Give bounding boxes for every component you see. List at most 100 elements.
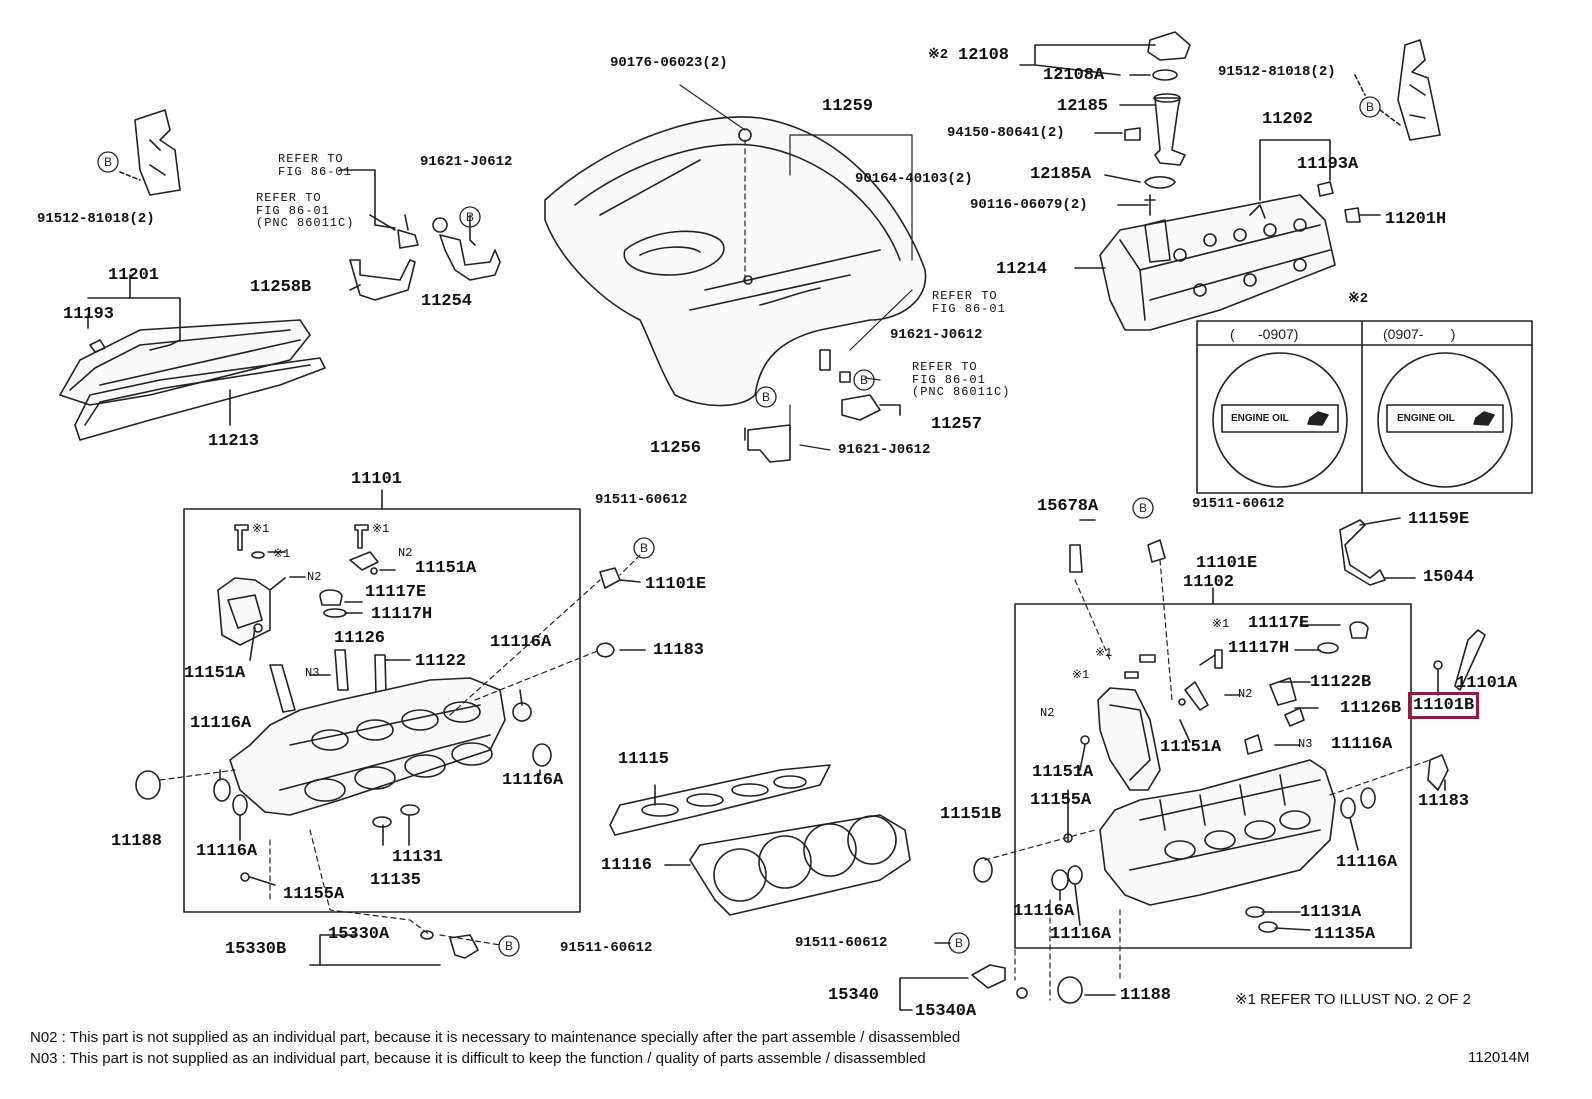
part-label-91512-right[interactable]: 91512-81018(2) bbox=[1218, 64, 1336, 80]
part-label-11188-right[interactable]: 11188 bbox=[1120, 986, 1172, 1005]
part-label-91511-c[interactable]: 91511-60612 bbox=[1192, 496, 1285, 512]
part-label-91511-b[interactable]: 91511-60612 bbox=[560, 940, 653, 956]
part-label-11102[interactable]: 11102 bbox=[1183, 573, 1235, 592]
part-label-12185A[interactable]: 12185A bbox=[1030, 165, 1092, 184]
svg-text:B: B bbox=[955, 936, 963, 950]
part-label-11201[interactable]: 11201 bbox=[108, 266, 160, 285]
refer-note-1: REFER TO FIG 86-01 bbox=[278, 152, 352, 179]
svg-text:B: B bbox=[640, 541, 648, 555]
part-label-94150[interactable]: 94150-80641(2) bbox=[947, 125, 1065, 141]
footnote-n2: N02 : This part is not supplied as an in… bbox=[30, 1029, 961, 1046]
part-label-11213[interactable]: 11213 bbox=[208, 432, 260, 451]
right-head-box bbox=[1014, 587, 1412, 949]
part-label-11116A-right-2[interactable]: 11116A bbox=[1336, 853, 1398, 872]
refer-note-4: REFER TO FIG 86-01 (PNC 86011C) bbox=[912, 360, 1011, 400]
part-label-11193A[interactable]: 11193A bbox=[1297, 155, 1359, 174]
part-label-11151A-left-2[interactable]: 11151A bbox=[184, 664, 246, 683]
part-label-11116A-right-4[interactable]: 11116A bbox=[1050, 925, 1112, 944]
part-label-11135-left[interactable]: 11135 bbox=[370, 871, 422, 890]
part-label-11201H[interactable]: 11201H bbox=[1385, 210, 1447, 229]
part-label-11101A[interactable]: 11101A bbox=[1456, 674, 1518, 693]
footnote-n3: N03 : This part is not supplied as an in… bbox=[30, 1050, 926, 1067]
inset-box bbox=[1196, 320, 1533, 494]
part-label-11126-left[interactable]: 11126 bbox=[334, 629, 386, 648]
part-label-11131A[interactable]: 11131A bbox=[1300, 903, 1362, 922]
part-label-91621-c[interactable]: 91621-J0612 bbox=[838, 442, 931, 458]
part-label-11116A-right-3[interactable]: 11116A bbox=[1013, 902, 1075, 921]
note-mark-s2: ※2 bbox=[928, 47, 949, 63]
part-label-11115[interactable]: 11115 bbox=[618, 750, 670, 769]
part-label-11155A-right[interactable]: 11155A bbox=[1030, 791, 1092, 810]
part-label-11126B[interactable]: 11126B bbox=[1340, 699, 1402, 718]
part-label-11117E-left[interactable]: 11117E bbox=[365, 583, 427, 602]
part-label-11117H-right[interactable]: 11117H bbox=[1228, 639, 1290, 658]
part-label-11151A-right-1[interactable]: 11151A bbox=[1160, 738, 1222, 757]
part-label-15330A[interactable]: 15330A bbox=[328, 925, 390, 944]
illustration-code: 112014M bbox=[1468, 1049, 1530, 1066]
note-mark-1f: ※1 bbox=[1072, 668, 1090, 682]
note-mark-1b: ※1 bbox=[273, 547, 291, 561]
part-label-11214[interactable]: 11214 bbox=[996, 260, 1048, 279]
leader-lines bbox=[679, 84, 913, 451]
part-label-11155A-left[interactable]: 11155A bbox=[283, 885, 345, 904]
part-label-11116A-left-3[interactable]: 11116A bbox=[502, 771, 564, 790]
part-label-11116A-right-1[interactable]: 11116A bbox=[1331, 735, 1393, 754]
part-label-90116[interactable]: 90116-06079(2) bbox=[970, 197, 1088, 213]
n3-mark-b: N3 bbox=[1298, 737, 1313, 751]
part-label-11116A-left-2[interactable]: 11116A bbox=[190, 714, 252, 733]
svg-text:B: B bbox=[860, 373, 868, 387]
part-label-15340[interactable]: 15340 bbox=[828, 986, 880, 1005]
refer-note-3: REFER TO FIG 86-01 bbox=[932, 289, 1006, 316]
part-label-11259[interactable]: 11259 bbox=[822, 97, 874, 116]
part-label-11117H-left[interactable]: 11117H bbox=[371, 605, 433, 624]
part-label-11151A-right-2[interactable]: 11151A bbox=[1032, 763, 1094, 782]
part-label-11101B-highlighted[interactable]: 11101B bbox=[1407, 692, 1480, 719]
note-mark-1a: ※1 bbox=[252, 522, 270, 536]
part-label-91621-b[interactable]: 91621-J0612 bbox=[890, 327, 983, 343]
part-label-91621-a[interactable]: 91621-J0612 bbox=[420, 154, 513, 170]
part-label-11135A[interactable]: 11135A bbox=[1314, 925, 1376, 944]
part-label-11159E[interactable]: 11159E bbox=[1408, 510, 1470, 529]
part-label-11151A-left-1[interactable]: 11151A bbox=[415, 559, 477, 578]
part-label-12185[interactable]: 12185 bbox=[1057, 97, 1109, 116]
part-label-11256[interactable]: 11256 bbox=[650, 439, 702, 458]
inset-col1-header: ( -0907) bbox=[1230, 326, 1299, 342]
part-label-15340A[interactable]: 15340A bbox=[915, 1002, 977, 1021]
part-label-15330B[interactable]: 15330B bbox=[225, 940, 287, 959]
part-label-15044[interactable]: 15044 bbox=[1423, 568, 1475, 587]
part-label-11116A-left-4[interactable]: 11116A bbox=[196, 842, 258, 861]
part-label-91511-d[interactable]: 91511-60612 bbox=[795, 935, 888, 951]
part-label-11183-left[interactable]: 11183 bbox=[653, 641, 705, 660]
part-label-11101[interactable]: 11101 bbox=[351, 470, 403, 489]
projection-lines bbox=[159, 554, 641, 946]
part-label-11122B[interactable]: 11122B bbox=[1310, 673, 1372, 692]
part-label-12108[interactable]: 12108 bbox=[958, 46, 1010, 65]
n2-mark-d: N2 bbox=[1040, 706, 1055, 720]
part-label-11258B[interactable]: 11258B bbox=[250, 278, 312, 297]
part-label-11188-left[interactable]: 11188 bbox=[111, 832, 163, 851]
part-label-11151B[interactable]: 11151B bbox=[940, 805, 1002, 824]
part-label-11193[interactable]: 11193 bbox=[63, 305, 115, 324]
sensor-brackets bbox=[339, 169, 501, 301]
b-callout-letters: BBB BBB BBB bbox=[104, 100, 1374, 953]
part-label-91512-left[interactable]: 91512-81018(2) bbox=[37, 211, 155, 227]
part-label-11131-left[interactable]: 11131 bbox=[392, 848, 444, 867]
part-label-90164[interactable]: 90164-40103(2) bbox=[855, 171, 973, 187]
part-label-11202[interactable]: 11202 bbox=[1262, 110, 1314, 129]
part-label-11101E-left[interactable]: 11101E bbox=[645, 575, 707, 594]
part-label-11116[interactable]: 11116 bbox=[601, 856, 653, 875]
refer-note-2: REFER TO FIG 86-01 (PNC 86011C) bbox=[256, 191, 355, 231]
part-label-11117E-right[interactable]: 11117E bbox=[1248, 614, 1310, 633]
part-label-90176[interactable]: 90176-06023(2) bbox=[610, 55, 728, 71]
right-outside-parts bbox=[899, 517, 1486, 1011]
part-label-11122-left[interactable]: 11122 bbox=[415, 652, 467, 671]
part-label-11101E-right[interactable]: 11101E bbox=[1196, 554, 1258, 573]
part-label-11183-right[interactable]: 11183 bbox=[1418, 792, 1470, 811]
part-label-11257[interactable]: 11257 bbox=[931, 415, 983, 434]
part-label-11116A-left-1[interactable]: 11116A bbox=[490, 633, 552, 652]
part-label-91511-a[interactable]: 91511-60612 bbox=[595, 492, 688, 508]
part-label-15678A[interactable]: 15678A bbox=[1037, 497, 1099, 516]
part-label-12108A[interactable]: 12108A bbox=[1043, 66, 1105, 85]
part-label-11254[interactable]: 11254 bbox=[421, 292, 473, 311]
